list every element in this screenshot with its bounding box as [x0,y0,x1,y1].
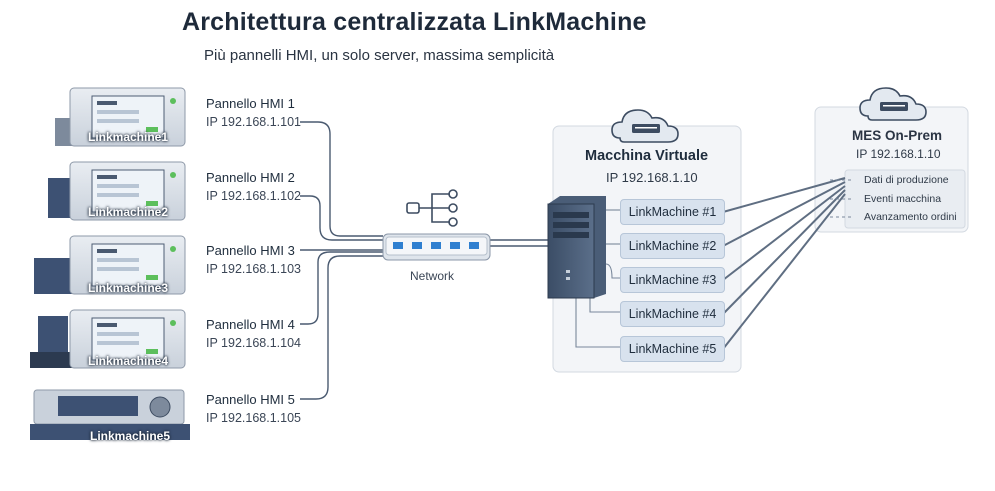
mes-item: Eventi macchina [864,193,942,205]
diagram-title: Architettura centralizzata LinkMachine [182,8,647,36]
hmi-panel-ip: IP 192.168.1.105 [206,411,301,425]
hmi-panel-ip: IP 192.168.1.101 [206,115,301,129]
server-instance-links [575,209,620,348]
linkmachine-instance: LinkMachine #5 [620,336,725,362]
hmi-panel-ip: IP 192.168.1.104 [206,336,301,350]
linkmachine-instance: LinkMachine #3 [620,267,725,293]
network-label: Network [410,269,455,283]
hmi-panel-label: Pannello HMI 3 [206,243,295,258]
diagram-subtitle: Più pannelli HMI, un solo server, massim… [204,47,555,64]
network-switch-icon [382,233,491,261]
mes-ip: IP 192.168.1.10 [856,147,941,161]
linkmachine-instance: LinkMachine #4 [620,301,725,327]
hmi-panel-label: Pannello HMI 5 [206,392,295,407]
device-label: Linkmachine3 [88,281,169,295]
hmi-device-3 [34,235,186,295]
cloud-icon [611,109,679,143]
mes-item: Dati di produzione [864,174,949,186]
hmi-device-1 [55,87,186,147]
hmi-panel-label: Pannello HMI 4 [206,317,295,332]
hmi-links [300,121,383,400]
hmi-panel-label: Pannello HMI 2 [206,170,295,185]
linkmachine-instance: LinkMachine #2 [620,233,725,259]
mes-item: Avanzamento ordini [864,211,957,223]
hmi-panel-label: Pannello HMI 1 [206,96,295,111]
device-label: Linkmachine1 [88,130,169,144]
hmi-panel-ip: IP 192.168.1.103 [206,262,301,276]
network-tree-icon [406,189,458,227]
vm-ip: IP 192.168.1.10 [606,170,698,185]
hmi-panel-ip: IP 192.168.1.102 [206,189,301,203]
hmi-device-5 [30,389,190,440]
mes-title: MES On-Prem [852,128,943,143]
device-label: Linkmachine4 [88,354,169,368]
vm-title: Macchina Virtuale [585,148,709,164]
cloud-icon [859,87,927,121]
linkmachine-instance: LinkMachine #1 [620,199,725,225]
hmi-device-4 [30,309,186,369]
mes-dashed-links [830,179,852,218]
switch-to-server-link [490,239,548,247]
device-label: Linkmachine2 [88,205,169,219]
server-icon [547,196,606,299]
device-label: Linkmachine5 [90,429,171,443]
mes-links [722,177,846,350]
hmi-device-2 [48,161,186,221]
